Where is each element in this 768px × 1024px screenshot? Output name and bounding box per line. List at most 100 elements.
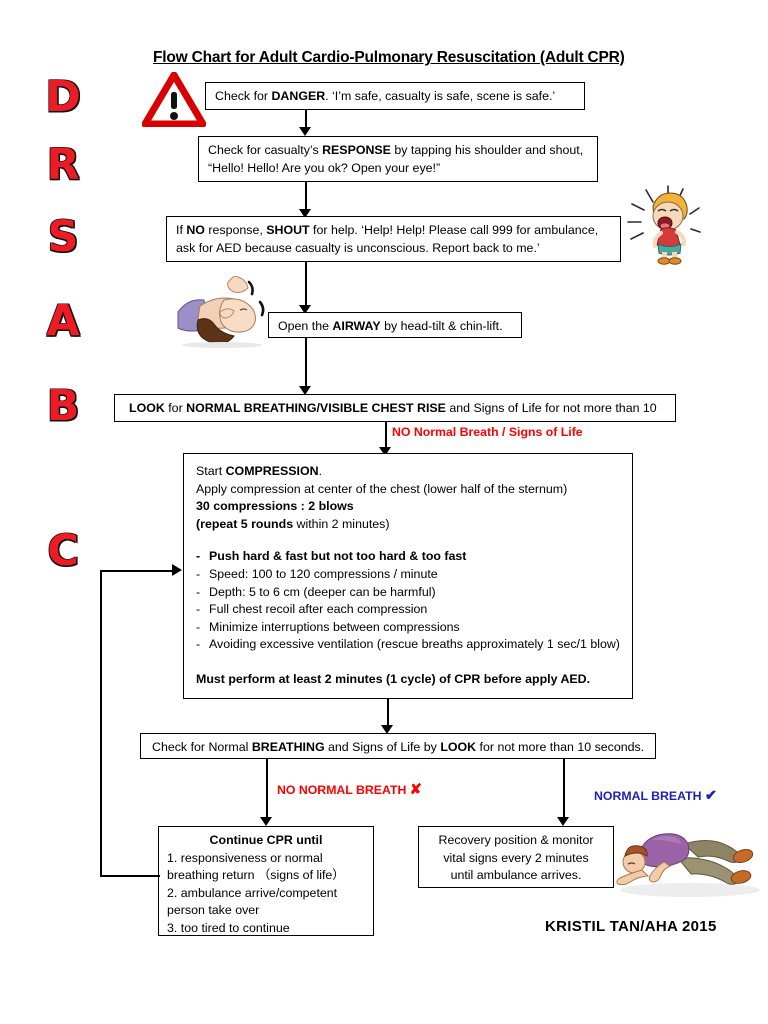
bullet-text: Avoiding excessive ventilation (rescue b… [209, 637, 620, 652]
connector-airway-to-breathing [305, 338, 307, 386]
bullet-text: Push hard & fast but not too hard & too … [209, 549, 467, 564]
arrowhead-shout-to-airway [299, 305, 311, 314]
drsabc-letter-b: B [46, 381, 80, 431]
airway-text-post: by head-tilt & chin-lift. [380, 319, 503, 333]
drsabc-letter-a: A [46, 296, 80, 346]
step-box-danger: Check for DANGER. ‘I’m safe, casualty is… [205, 82, 585, 110]
shout-line1-keyword-shout: SHOUT [266, 223, 310, 237]
compression-line1-keyword: COMPRESSION [225, 464, 319, 478]
bullet-dash: - [196, 584, 201, 599]
cross-mark-icon: ✘ [409, 782, 422, 798]
connector-recheck-to-continue [266, 759, 268, 817]
bullet-text: Minimize interruptions between compressi… [209, 619, 460, 634]
recheck-post: for not more than 10 seconds. [476, 740, 645, 754]
shouting-boy-illustration [620, 182, 710, 267]
continue-cpr-item: 3. too tired to continue [167, 921, 290, 936]
decision-label-no-normal-breath: NO Normal Breath / Signs of Life [392, 425, 583, 439]
arrowhead-recheck-to-continue [260, 817, 272, 826]
response-line1-post: by tapping his shoulder and shout, [390, 143, 584, 157]
list-item: -Avoiding excessive ventilation (rescue … [196, 636, 620, 654]
shout-line1-keyword-no: NO [186, 223, 205, 237]
drsabc-letter-r: R [46, 140, 80, 190]
footer-credit: KRISTIL TAN/AHA 2015 [545, 918, 717, 935]
drsabc-letter-c: C [47, 526, 79, 576]
continue-cpr-item: person take over [167, 903, 260, 918]
arrowhead-feedback-loop-to-compression [172, 564, 182, 576]
bullet-text: Speed: 100 to 120 compressions / minute [209, 567, 438, 582]
bullet-dash: - [196, 637, 201, 652]
danger-text-pre: Check for [215, 89, 272, 103]
step-box-airway: Open the AIRWAY by head-tilt & chin-lift… [268, 312, 522, 338]
bullet-text: Full chest recoil after each compression [209, 602, 428, 617]
airway-text-pre: Open the [278, 319, 333, 333]
branch-label-yes-text: NORMAL BREATH [594, 789, 702, 803]
feedback-loop-top-line [100, 570, 173, 572]
list-item: -Full chest recoil after each compressio… [196, 601, 620, 619]
compression-line4-rest: within 2 minutes) [293, 516, 390, 531]
compression-line-3: 30 compressions : 2 blows [196, 499, 354, 514]
branch-label-normal-breath: NORMAL BREATH ✔ [594, 788, 717, 804]
arrowhead-airway-to-breathing [299, 386, 311, 395]
danger-text-keyword: DANGER [271, 89, 326, 103]
recovery-line-3: until ambulance arrives. [450, 868, 582, 883]
step-box-response: Check for casualty’s RESPONSE by tapping… [198, 136, 598, 182]
connector-danger-to-response [305, 110, 307, 127]
continue-cpr-heading: Continue CPR until [209, 833, 323, 847]
bullet-dash: - [196, 619, 201, 634]
response-line-2: “Hello! Hello! Are you ok? Open your eye… [208, 160, 441, 175]
breathing-mid1: for [164, 401, 187, 415]
recovery-position-illustration [612, 808, 762, 904]
recheck-keyword-look: LOOK [440, 740, 477, 754]
bullet-dash: - [196, 549, 201, 564]
breathing-mid2: and Signs of Life for not more than 10 [445, 401, 657, 415]
arrowhead-breathing-to-compression [379, 447, 391, 456]
response-line1-pre: Check for casualty’s [208, 143, 323, 157]
recheck-mid: and Signs of Life by [324, 740, 441, 754]
recovery-line-2: vital signs every 2 minutes [443, 850, 589, 865]
step-box-breathing: LOOK for NORMAL BREATHING/VISIBLE CHEST … [114, 394, 676, 422]
connector-breathing-to-compression [385, 422, 387, 447]
compression-footer-note: Must perform at least 2 minutes (1 cycle… [196, 672, 591, 687]
step-box-recovery-position: Recovery position & monitor vital signs … [418, 826, 614, 888]
connector-shout-to-airway [305, 262, 307, 305]
warning-triangle-icon [141, 71, 207, 128]
list-item: -Minimize interruptions between compress… [196, 619, 620, 637]
step-box-continue-cpr: Continue CPR until 1. responsiveness or … [158, 826, 374, 936]
shout-line-1: If NO response, SHOUT for help. ‘Help! H… [176, 222, 611, 240]
drsabc-letter-d: D [45, 72, 81, 122]
compression-line-1: Start COMPRESSION. [196, 463, 620, 481]
connector-response-to-shout [305, 182, 307, 209]
list-item: -Speed: 100 to 120 compressions / minute [196, 566, 620, 584]
shout-line1-pre: If [176, 223, 187, 237]
arrowhead-danger-to-response [299, 127, 311, 136]
step-box-shout: If NO response, SHOUT for help. ‘Help! H… [166, 216, 621, 262]
list-item: -Depth: 5 to 6 cm (deeper can be harmful… [196, 584, 620, 602]
bullet-text: Depth: 5 to 6 cm (deeper can be harmful) [209, 584, 436, 599]
recovery-line-1: Recovery position & monitor [438, 833, 594, 847]
shout-line1-mid: response, [204, 223, 267, 237]
danger-text-post: . ‘I’m safe, casualty is safe, scene is … [325, 89, 556, 103]
arrowhead-response-to-shout [299, 209, 311, 218]
compression-line-4: (repeat 5 rounds within 2 minutes) [196, 516, 620, 534]
step-box-compression: Start COMPRESSION. Apply compression at … [183, 453, 633, 699]
connector-recheck-to-recovery [563, 759, 565, 817]
shout-line-2: ask for AED because casualty is unconsci… [176, 240, 540, 255]
compression-line-2: Apply compression at center of the chest… [196, 481, 568, 496]
list-item: -Push hard & fast but not too hard & too… [196, 548, 620, 566]
check-mark-icon: ✔ [704, 788, 718, 804]
response-line-1: Check for casualty’s RESPONSE by tapping… [208, 142, 588, 160]
continue-cpr-item: 2. ambulance arrive/competent [167, 885, 338, 900]
compression-line1-post: . [318, 464, 323, 478]
step-box-recheck: Check for Normal BREATHING and Signs of … [140, 733, 656, 759]
feedback-loop-bottom-line [100, 875, 160, 877]
arrowhead-compression-to-recheck [381, 725, 393, 734]
breathing-keyword-look: LOOK [129, 401, 165, 415]
branch-label-no-text: NO NORMAL BREATH [277, 783, 407, 797]
bullet-dash: - [196, 602, 201, 617]
continue-cpr-item: 1. responsiveness or normal [167, 850, 323, 865]
branch-label-no-normal-breath: NO NORMAL BREATH ✘ [277, 782, 422, 798]
connector-compression-to-recheck [387, 699, 389, 725]
page-title: Flow Chart for Adult Cardio-Pulmonary Re… [153, 49, 625, 66]
compression-line1-pre: Start [196, 464, 226, 478]
